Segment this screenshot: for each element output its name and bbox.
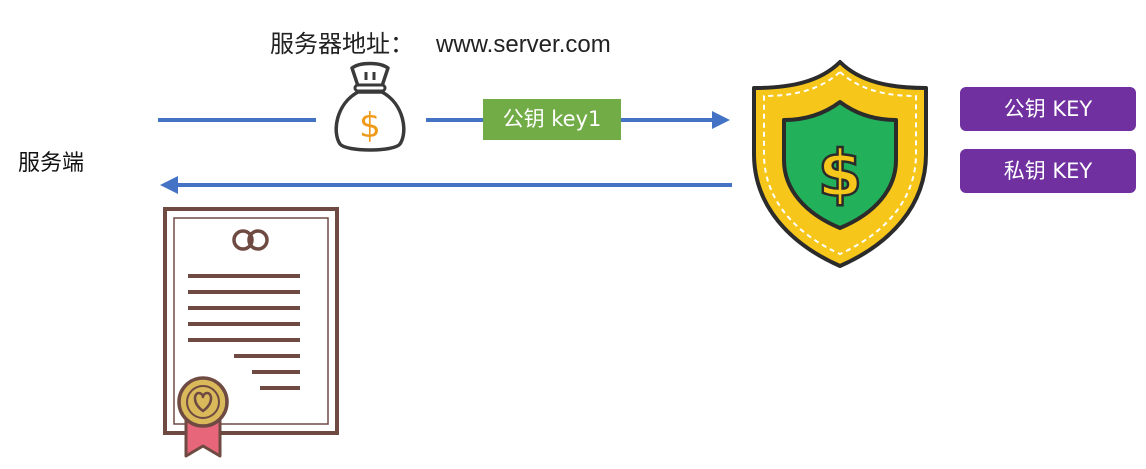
private-key-button[interactable]: 私钥 KEY — [960, 149, 1136, 193]
shield-dollar-icon: $ — [752, 60, 928, 268]
server-address-label: 服务器地址： — [270, 30, 414, 58]
request-arrowhead — [712, 111, 730, 129]
certificate-icon — [163, 207, 339, 458]
server-address-value: www.server.com — [436, 31, 611, 58]
money-bag-icon: $ — [334, 61, 406, 152]
server-address: 服务器地址： www.server.com — [270, 24, 611, 59]
public-key1-tag: 公钥 key1 — [483, 99, 621, 140]
server-side-label: 服务端 — [18, 151, 85, 176]
shield-dollar-sign: $ — [818, 138, 863, 212]
public-key-button[interactable]: 公钥 KEY — [960, 87, 1136, 131]
money-bag-dollar-sign: $ — [359, 106, 381, 146]
response-arrowhead — [160, 176, 178, 194]
